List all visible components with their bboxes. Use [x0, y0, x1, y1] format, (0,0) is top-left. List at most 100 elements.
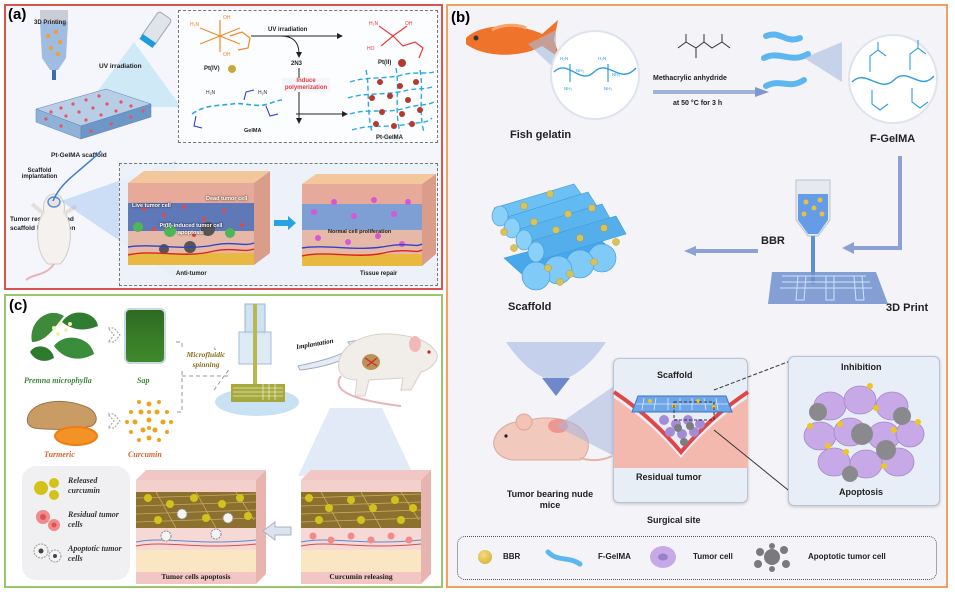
gelma-label: GelMA	[244, 128, 262, 134]
tissue-repair-label: Tissue repair	[360, 271, 398, 277]
panel-c-label: (c)	[9, 297, 28, 314]
pt4-dot-icon	[228, 65, 236, 73]
n3-label: 2N3	[291, 61, 303, 67]
apoptotic-cell-legend-icon	[754, 543, 790, 572]
fgelma-strands-icon	[761, 31, 811, 89]
fgelma-legend-icon	[545, 549, 583, 567]
methacrylic-anhydride-structure	[677, 34, 731, 58]
legend-tumor-cell: Tumor cell	[693, 552, 733, 561]
site-scaffold-label: Scaffold	[657, 370, 693, 380]
panel-b: (b) H₂N NH₂ NH₂ H₂N NH₂ NH₂ Fish gelatin Met…	[446, 4, 948, 588]
fish-gelatin-molecule-icon: H₂N NH₂ NH₂ H₂N NH₂ NH₂	[550, 30, 640, 120]
sap-cup-icon	[124, 308, 166, 364]
apoptosis-stage-label: Tumor cells apoptosis	[161, 572, 231, 581]
svg-text:OH: OH	[223, 15, 231, 21]
mice-label: Tumor bearing nude mice	[506, 489, 594, 510]
pt2-label: Pt(II)	[378, 60, 392, 66]
scaffold-label: Pt-GelMA scaffold	[51, 152, 107, 159]
svg-text:H₂N: H₂N	[369, 21, 379, 27]
anti-tumor-tissue-icon	[127, 171, 270, 265]
svg-text:NH₂: NH₂	[576, 68, 584, 73]
releasing-stage-label: Curcumin releasing	[329, 572, 393, 581]
pt2-dot-icon	[398, 59, 406, 67]
residual-tumor-label: Residual tumor	[636, 472, 702, 482]
reaction-arrow-icon	[251, 33, 343, 124]
panel-a-label: (a)	[8, 6, 27, 23]
process-arrow-2	[106, 413, 121, 429]
bioprinter-icon	[768, 179, 888, 304]
pt-induced-label: Pt(II)-induced tumor cell apoptosis	[159, 223, 223, 236]
panel-c: (c) Premna microphylla Sap Turmeric Curc…	[4, 294, 443, 588]
svg-text:NH₂: NH₂	[612, 72, 620, 77]
legend-apoptotic: Apoptotic tumor cells	[68, 544, 122, 563]
svg-text:H₂N: H₂N	[560, 56, 568, 61]
fgelma-molecule-icon	[848, 34, 938, 124]
rat-icon	[337, 333, 438, 407]
released-curcumin-legend-icon	[34, 478, 59, 500]
transition-arrow-icon	[274, 216, 296, 230]
svg-text:OH: OH	[405, 21, 413, 27]
turmeric-icon	[26, 400, 98, 446]
svg-text:NH₂: NH₂	[604, 86, 612, 91]
fgelma-label: F-GelMA	[870, 133, 916, 145]
scaffold-label-b: Scaffold	[508, 301, 552, 313]
microfluidic-device-icon	[215, 303, 299, 416]
fish-gelatin-label: Fish gelatin	[510, 129, 572, 141]
pt-gelma-network-icon	[347, 67, 435, 133]
induce-label: Induce polymerization	[282, 78, 330, 93]
stage-back-arrow	[262, 521, 292, 541]
legend-fgelma: F-GelMA	[598, 552, 631, 561]
print-label: 3D Print	[886, 302, 929, 314]
printing-label: 3D Printing	[34, 20, 67, 26]
process-arrow-1	[106, 327, 121, 343]
curcumin-powder-icon	[125, 400, 173, 442]
svg-text:H₂N: H₂N	[206, 90, 216, 96]
flow-arrow-to-mice	[506, 342, 606, 396]
pt-gelma-label: Pt-GelMA	[376, 135, 403, 141]
reaction-box	[178, 10, 438, 143]
flow-arrow-to-scaffold	[684, 246, 758, 256]
plant-label: Premna microphylla	[24, 376, 92, 385]
panel-b-label: (b)	[451, 9, 471, 26]
flow-arrow-to-print	[842, 156, 902, 254]
apoptosis-label: Apoptosis	[839, 487, 883, 497]
pt4-structure-icon: H₂N OH OH	[190, 15, 251, 58]
synthesis-arrow-icon	[653, 87, 769, 97]
live-tumor-label: Live tumor cell	[132, 203, 171, 209]
bbr-legend-icon	[478, 550, 492, 564]
fgelma-zoom-cone	[804, 42, 842, 82]
panel-a: (a) 3D Printing UV irradiation Pt-GelM	[4, 4, 443, 290]
rat-zoom-cone	[298, 408, 414, 476]
svg-text:NH₂: NH₂	[564, 86, 572, 91]
svg-text:OH: OH	[223, 52, 231, 58]
pt4-label: Pt(IV)	[204, 66, 220, 72]
svg-text:H₂N: H₂N	[258, 90, 268, 96]
reaction-uv-label: UV irradiation	[268, 27, 308, 33]
surgical-site-illustration	[612, 390, 750, 468]
mouse-icon	[25, 193, 78, 281]
anti-tumor-label: Anti-tumor	[176, 271, 207, 277]
gelma-chain-icon: H₂N H₂N	[191, 89, 283, 129]
pt2-structure-icon: H₂N OH HO	[367, 21, 424, 59]
zoom-connector-lines	[713, 357, 799, 499]
legend-apoptotic-cell: Apoptotic tumor cell	[808, 552, 886, 561]
svg-text:H₂N: H₂N	[190, 22, 200, 28]
legend-box	[457, 536, 937, 580]
apoptotic-cells-legend-icon	[33, 543, 62, 563]
sap-label: Sap	[137, 376, 150, 385]
residual-cells-legend-icon	[36, 510, 60, 531]
surgical-site-label: Surgical site	[647, 515, 701, 525]
svg-text:H₂N: H₂N	[598, 56, 606, 61]
normal-cell-label: Normal cell proliferation	[328, 229, 392, 235]
curcumin-label: Curcumin	[128, 450, 162, 459]
dead-tumor-label: Dead tumor cell	[206, 196, 248, 202]
printer-nozzle-icon	[40, 10, 68, 80]
turmeric-label: Turmeric	[44, 450, 75, 459]
reagent-label: Methacrylic anhydride	[653, 75, 727, 82]
legend-released: Released curcumin	[68, 476, 101, 495]
bbr-label: BBR	[761, 235, 785, 247]
site-zoom-cone	[556, 386, 614, 456]
tumor-cell-cluster-icon	[803, 383, 925, 482]
svg-text:HO: HO	[367, 46, 375, 52]
uv-label: UV irradiation	[99, 63, 142, 70]
